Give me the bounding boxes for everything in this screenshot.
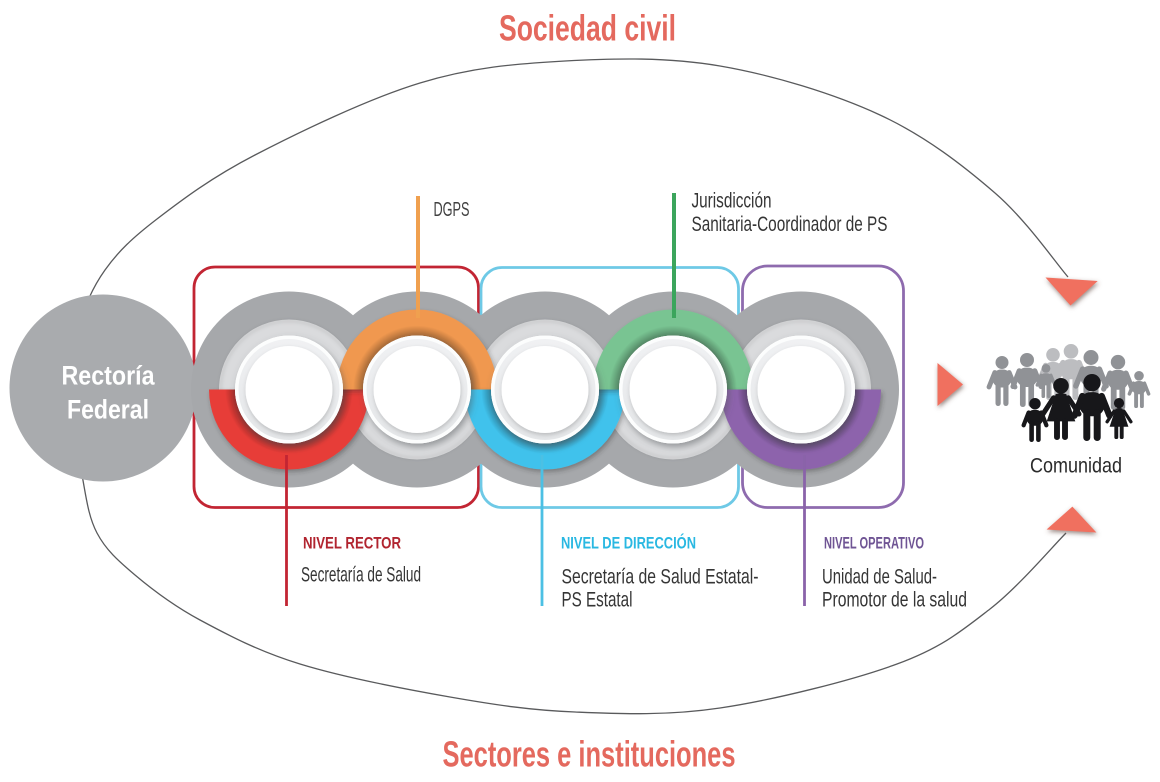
svg-text:PS Estatal: PS Estatal	[562, 589, 633, 612]
svg-text:Unidad de Salud-: Unidad de Salud-	[822, 566, 937, 589]
svg-text:NIVEL OPERATIVO: NIVEL OPERATIVO	[824, 534, 924, 553]
svg-text:Secretaría de Salud Estatal-: Secretaría de Salud Estatal-	[562, 566, 759, 589]
svg-text:Secretaría de Salud: Secretaría de Salud	[301, 564, 421, 587]
svg-text:Federal: Federal	[67, 395, 149, 425]
svg-text:Sectores e instituciones: Sectores e instituciones	[443, 734, 736, 775]
svg-text:Sociedad civil: Sociedad civil	[499, 8, 676, 49]
svg-text:Sanitaria-Coordinador de PS: Sanitaria-Coordinador de PS	[692, 213, 888, 236]
svg-text:NIVEL DE DIRECCIÓN: NIVEL DE DIRECCIÓN	[561, 534, 696, 553]
svg-text:DGPS: DGPS	[434, 199, 470, 221]
svg-text:Promotor de la salud: Promotor de la salud	[822, 589, 967, 612]
svg-text:NIVEL RECTOR: NIVEL RECTOR	[303, 534, 401, 553]
svg-text:Rectoría: Rectoría	[62, 361, 156, 391]
svg-text:Jurisdicción: Jurisdicción	[692, 190, 772, 213]
svg-text:Comunidad: Comunidad	[1030, 455, 1122, 478]
